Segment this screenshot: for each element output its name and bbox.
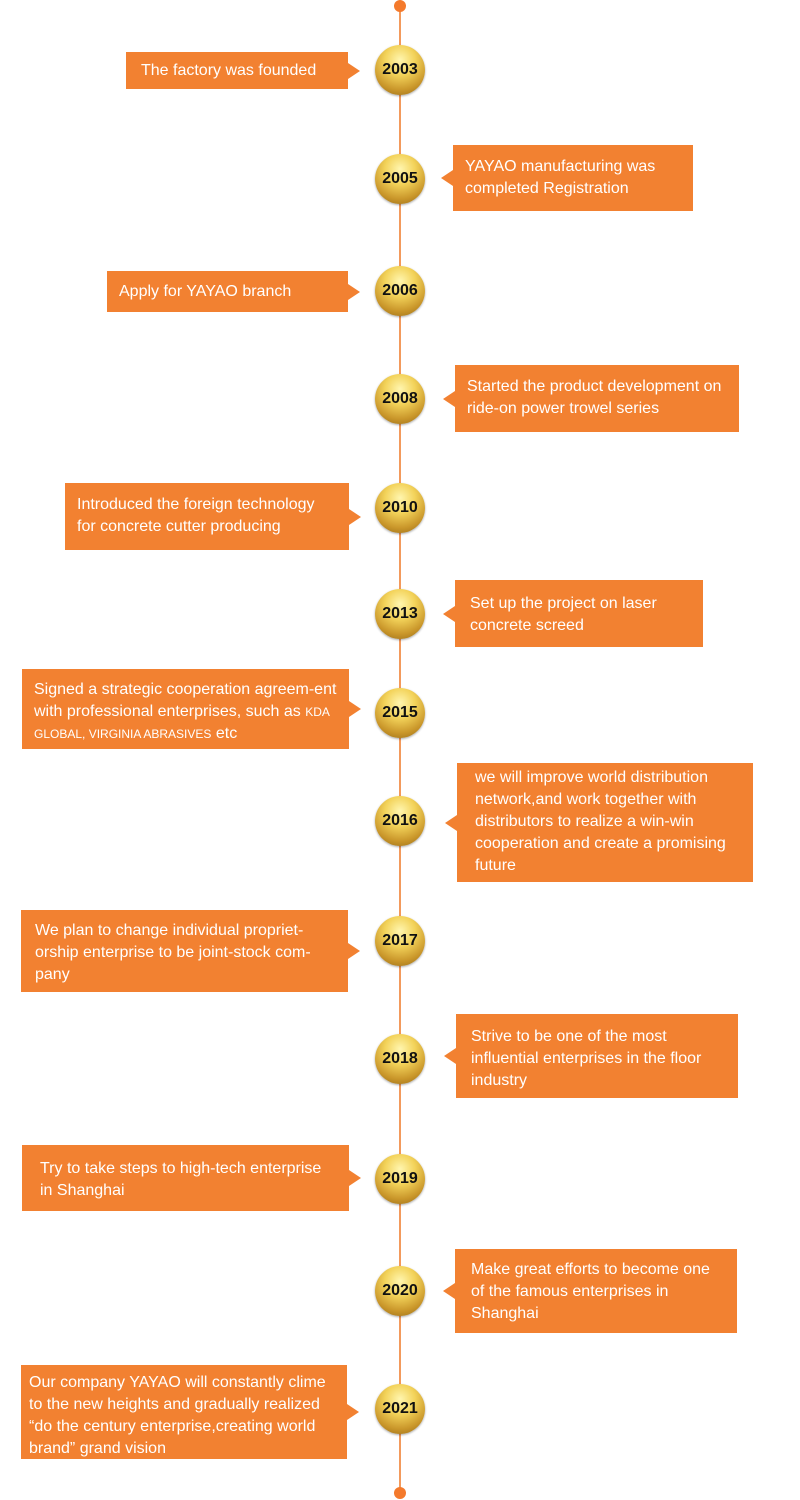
event-text: Make great efforts to become one of the …: [471, 1261, 710, 1322]
year-badge-2021: 2021: [375, 1384, 425, 1434]
event-text: The factory was founded: [141, 62, 317, 79]
event-box-2003: The factory was founded: [126, 52, 360, 89]
event-text: Set up the project on laser concrete scr…: [470, 595, 657, 634]
year-badge-2008: 2008: [375, 374, 425, 424]
event-box-2020: Make great efforts to become one of the …: [443, 1249, 737, 1333]
year-badge-2006: 2006: [375, 266, 425, 316]
year-badge-2015: 2015: [375, 688, 425, 738]
event-box-2015: Signed a strategic cooperation agreem-en…: [22, 669, 361, 749]
year-badge-2013: 2013: [375, 589, 425, 639]
timeline-start-dot: [394, 0, 406, 12]
event-box-2006: Apply for YAYAO branch: [107, 271, 360, 312]
event-text: Strive to be one of the most influential…: [471, 1028, 702, 1089]
year-badge-2020: 2020: [375, 1266, 425, 1316]
year-badge-2019: 2019: [375, 1154, 425, 1204]
year-badge-2017: 2017: [375, 916, 425, 966]
event-text: We plan to change individual propriet-or…: [35, 922, 311, 983]
event-text: YAYAO manufacturing was completed Regist…: [465, 158, 656, 197]
event-text: Apply for YAYAO branch: [119, 283, 292, 300]
event-text: Started the product development on ride-…: [467, 378, 722, 417]
timeline-line: [399, 6, 401, 1494]
event-box-2018: Strive to be one of the most influential…: [444, 1014, 738, 1098]
year-badge-2016: 2016: [375, 796, 425, 846]
event-box-2016: we will improve world distribution netwo…: [445, 763, 753, 882]
event-box-2005: YAYAO manufacturing was completed Regist…: [441, 145, 693, 211]
event-text: Signed a strategic cooperation agreem-en…: [34, 681, 337, 720]
event-box-2017: We plan to change individual propriet-or…: [21, 910, 360, 992]
year-badge-2003: 2003: [375, 45, 425, 95]
event-suffix: etc: [215, 725, 238, 742]
event-box-2021: Our company YAYAO will constantly clime …: [21, 1365, 359, 1459]
event-text: Introduced the foreign technology for co…: [77, 496, 315, 535]
timeline-end-dot: [394, 1487, 406, 1499]
event-box-2019: Try to take steps to high-tech enterpris…: [22, 1145, 361, 1211]
event-text: Try to take steps to high-tech enterpris…: [40, 1160, 322, 1199]
event-partners: KDA GLOBAL, VIRGINIA ABRASIVES: [34, 705, 330, 741]
year-badge-2005: 2005: [375, 154, 425, 204]
event-box-2008: Started the product development on ride-…: [443, 365, 739, 432]
event-text: Our company YAYAO will constantly clime …: [29, 1374, 326, 1457]
year-badge-2010: 2010: [375, 483, 425, 533]
event-box-2013: Set up the project on laser concrete scr…: [443, 580, 703, 647]
year-badge-2018: 2018: [375, 1034, 425, 1084]
event-box-2010: Introduced the foreign technology for co…: [65, 483, 361, 550]
event-text: we will improve world distribution netwo…: [475, 769, 726, 874]
